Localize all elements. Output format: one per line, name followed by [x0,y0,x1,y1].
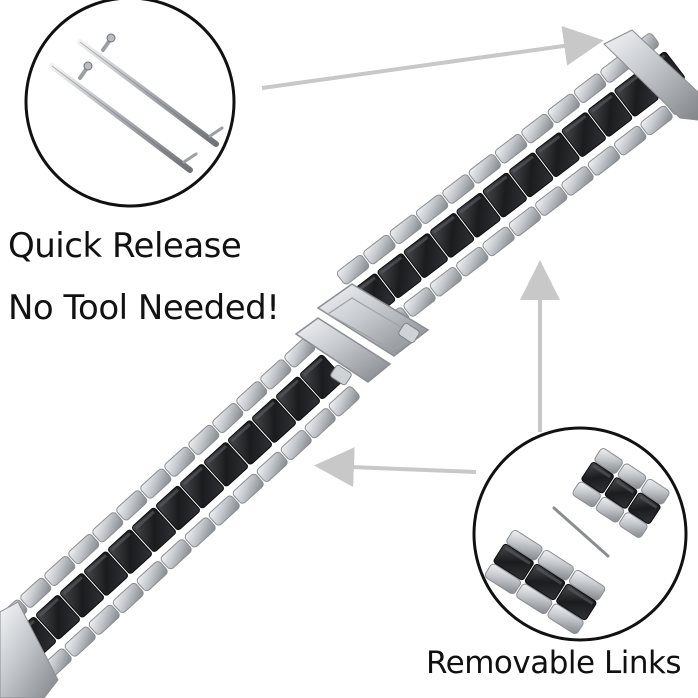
removable-links-callout [472,426,688,642]
band-end-piece [0,601,59,698]
band-link [92,512,168,592]
band-link [236,381,312,461]
removable-links-caption: Removable Links [426,645,682,681]
band-link [284,337,360,417]
band-link [415,194,489,277]
arrow-to-band-lower [314,447,477,488]
link-pin-icon [552,506,610,558]
band-link [547,569,606,635]
band-link [442,174,515,257]
band-link [212,403,288,482]
band-link [573,73,647,156]
band-link [516,549,574,615]
band-link [389,214,463,297]
arrow-to-band-end [261,26,604,90]
watch-band [0,29,698,698]
removed-link-segment [484,529,606,635]
band-link [44,555,120,635]
band-link [595,463,647,523]
spring-bar-pin-icon [49,61,198,173]
band-link [619,478,670,538]
band-link [521,113,594,196]
band-link [164,446,240,526]
band-link [188,424,264,504]
quick-release-caption: Quick Release [8,226,242,266]
band-link [20,577,96,657]
butterfly-clasp [294,283,430,386]
band-link [116,490,192,570]
band-link [260,359,336,439]
band-link [468,154,542,237]
band-end-piece [603,29,698,121]
band-link [572,448,623,508]
band-link [484,529,543,595]
no-tool-caption: No Tool Needed! [8,288,280,328]
removed-link-segment [572,448,670,538]
band-link [68,534,144,613]
band-link [363,234,436,317]
spring-bar-callout [24,0,236,208]
band-link [494,133,568,216]
band-link [547,93,621,176]
spring-bar-pin-icon [77,33,224,147]
band-link [140,468,216,548]
